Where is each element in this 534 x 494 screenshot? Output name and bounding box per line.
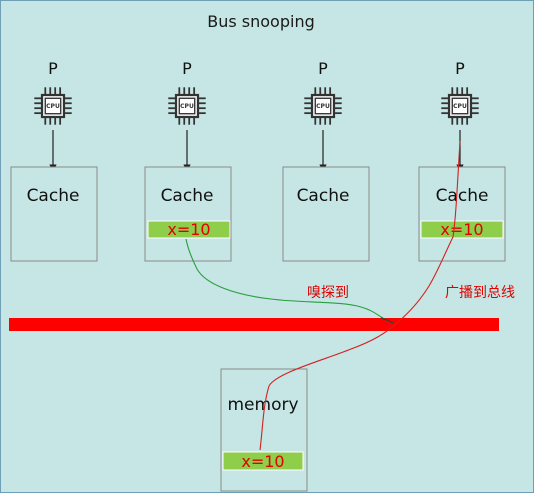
- cache-1: Cache: [10, 166, 98, 262]
- memory-value: x=10: [241, 452, 284, 471]
- processor-label: P: [455, 59, 465, 78]
- cpu-chip-text: CPU: [316, 103, 330, 110]
- snoop-path-tail: [380, 317, 394, 324]
- processor-label: P: [318, 59, 328, 78]
- broadcast-path: [259, 140, 461, 451]
- cache-label: Cache: [297, 186, 350, 206]
- broadcast-annotation: 广播到总线: [445, 285, 515, 301]
- diagram-title: Bus snooping: [207, 12, 315, 31]
- cache-value: x=10: [167, 220, 210, 239]
- cpu-chip-text: CPU: [453, 103, 467, 110]
- cache-label: Cache: [436, 186, 489, 206]
- cache-value: x=10: [440, 220, 483, 239]
- snoop-annotation: 嗅探到: [307, 285, 349, 301]
- memory-label: memory: [227, 395, 298, 415]
- processor-label: P: [48, 59, 58, 78]
- memory-box: [220, 368, 308, 492]
- cache-4: Cache x=10: [418, 166, 506, 262]
- cache-label: Cache: [27, 186, 80, 206]
- cache-label: Cache: [161, 186, 214, 206]
- memory: memory x=10: [220, 368, 308, 492]
- processor-3: P CPU: [303, 59, 343, 172]
- processor-4: P CPU: [440, 59, 480, 172]
- processor-2: P CPU: [167, 59, 207, 172]
- cache-box: [282, 166, 370, 262]
- processor-label: P: [182, 59, 192, 78]
- cache-2: Cache x=10: [144, 166, 232, 262]
- snoop-path: [185, 238, 394, 324]
- cache-box: [10, 166, 98, 262]
- cpu-chip-text: CPU: [46, 103, 60, 110]
- memory-value-box: [222, 451, 304, 471]
- processor-1: P CPU: [33, 59, 73, 172]
- cache-value-box: [420, 220, 504, 239]
- system-bus: [9, 318, 499, 331]
- cache-value-box: [147, 220, 231, 239]
- cache-3: Cache: [282, 166, 370, 262]
- cache-box: [418, 166, 506, 262]
- cpu-chip-text: CPU: [180, 103, 194, 110]
